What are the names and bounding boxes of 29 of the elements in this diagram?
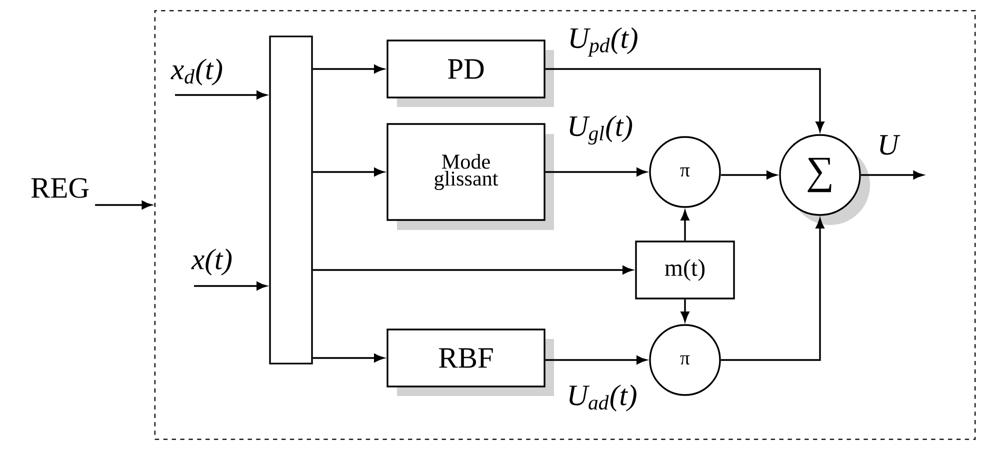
process-box: RBF <box>386 328 554 396</box>
arrow <box>720 170 777 180</box>
edge-label: U <box>880 135 900 155</box>
arrow <box>680 299 690 322</box>
edge-label: U$_{ad}$(t) <box>569 384 636 412</box>
arrow <box>860 170 924 180</box>
arrow <box>720 218 824 361</box>
arrow <box>545 168 647 176</box>
edge-label: U$_{pd}$(t) <box>570 27 638 57</box>
block-label: REG <box>31 178 89 198</box>
summing-junction: ∑ <box>779 134 870 225</box>
arrow <box>175 90 267 100</box>
arrow <box>312 266 633 274</box>
edge-label: U$_{gl}$(t) <box>570 115 632 145</box>
arrow <box>312 168 384 176</box>
arrow <box>194 282 267 290</box>
arrow <box>680 210 690 241</box>
arrow <box>545 68 824 132</box>
arrow <box>312 64 384 74</box>
process-box: PD <box>386 40 554 107</box>
edge-label: x(t) <box>191 248 232 276</box>
process-box: m(t) <box>635 240 735 300</box>
edge-label: x$_{d}$(t) <box>170 58 222 86</box>
arrow <box>95 200 152 210</box>
arrow <box>312 354 384 362</box>
process-box: Mode glissant <box>386 123 554 230</box>
arrow <box>545 356 647 364</box>
multiplexer-bar <box>269 36 313 364</box>
dashed-frame <box>154 10 976 440</box>
